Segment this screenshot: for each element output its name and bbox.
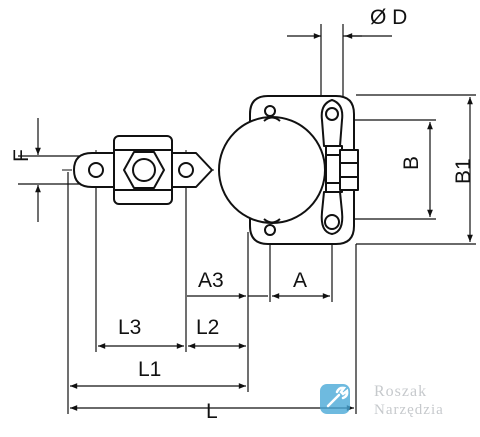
dimension-lines — [35, 33, 473, 411]
plate-hole — [264, 105, 276, 117]
handle-hole — [88, 162, 104, 178]
label-l3: L3 — [118, 316, 141, 339]
label-b: B — [400, 156, 423, 170]
label-f: F — [10, 149, 33, 162]
spindle-body — [339, 149, 359, 191]
wrench-logo-icon — [320, 384, 350, 414]
label-a3: A3 — [198, 269, 224, 292]
upper-pin — [320, 99, 344, 147]
label-a: A — [293, 269, 307, 292]
extension-lines — [18, 24, 476, 414]
label-l: L — [206, 400, 218, 423]
handle-hole — [178, 162, 194, 178]
dimension-labels: Ø D F B B1 A3 A L3 L2 L1 L — [10, 6, 475, 423]
label-l1: L1 — [138, 358, 161, 381]
watermark-line-2: Narzędzia — [374, 402, 444, 418]
bolt-end — [132, 158, 156, 182]
clamp-part — [73, 95, 359, 245]
plate-hole — [264, 224, 276, 236]
label-b1: B1 — [452, 158, 475, 184]
label-l2: L2 — [196, 316, 219, 339]
watermark: Roszak Narzędzia — [320, 383, 444, 418]
pivot-hub — [218, 116, 326, 224]
watermark-line-1: Roszak — [374, 383, 427, 400]
label-diameter-d: Ø D — [370, 6, 407, 29]
